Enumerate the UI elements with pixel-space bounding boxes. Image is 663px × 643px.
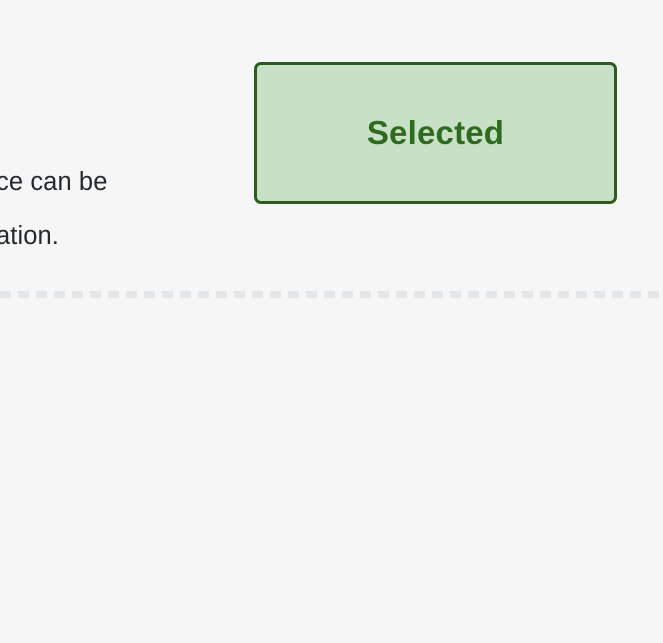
option-description: ce can be ation. — [0, 155, 240, 263]
selected-button[interactable]: Selected — [254, 62, 617, 204]
list-item: ession 2 Big Idea of alues) and Select — [0, 300, 663, 643]
row-divider — [0, 291, 663, 298]
option-description-line: ce can be — [0, 168, 108, 196]
list-item: ce can be ation. Selected — [0, 0, 663, 285]
option-description-line: ation. — [0, 222, 59, 250]
